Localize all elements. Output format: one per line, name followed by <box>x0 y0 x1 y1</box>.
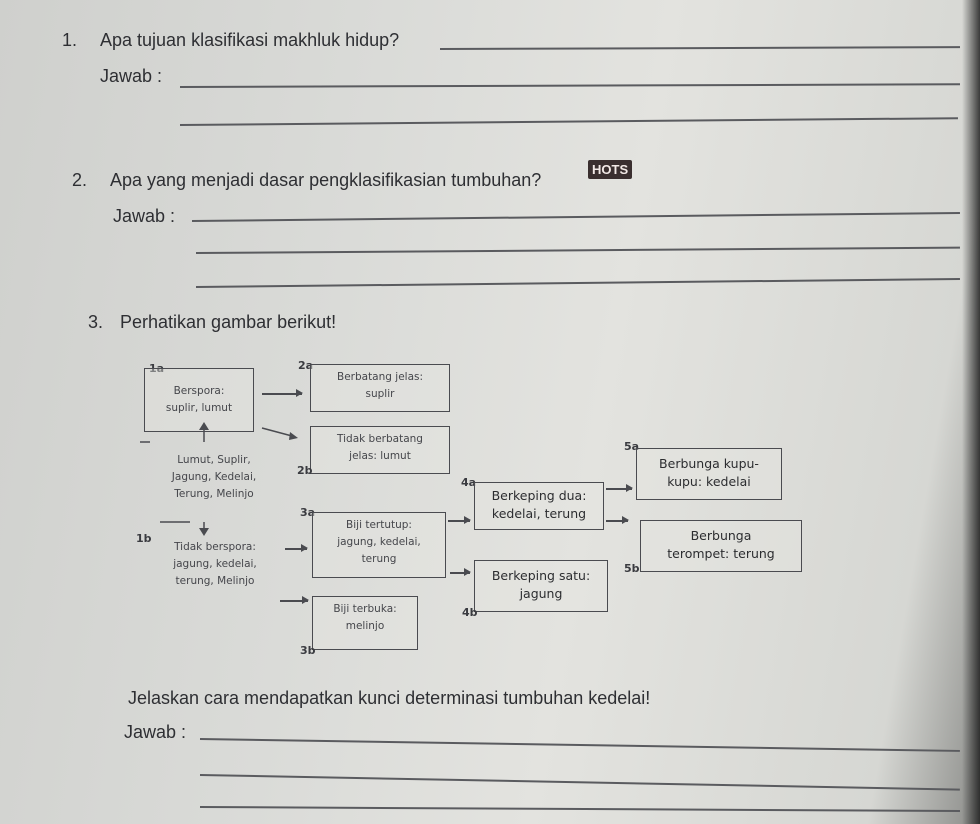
box-3a-line1: Biji tertutup: <box>346 519 412 531</box>
arrow-right <box>450 569 471 575</box>
box-4a-line2: kedelai, terung <box>491 506 587 521</box>
code-3b: 3b <box>300 644 316 657</box>
box-4b: Berkeping satu: jagung <box>474 560 608 612</box>
code-4b: 4b <box>462 606 478 619</box>
box-2b-line1: Tidak berbatang <box>337 433 423 445</box>
box-2b-line2: jelas: lumut <box>349 450 411 462</box>
box-5a-line2: kupu: kedelai <box>667 474 751 489</box>
code-5b: 5b <box>624 562 640 575</box>
question-2-number: 2. <box>72 170 88 190</box>
question-2-text: Apa yang menjadi dasar pengklasifikasian… <box>110 170 542 190</box>
code-2a: 2a <box>298 359 314 372</box>
hots-badge: HOTS <box>588 160 633 179</box>
box-5b-line2: terompet: terung <box>667 546 775 561</box>
box-3a-line3: terung <box>361 553 397 565</box>
box-2a: Berbatang jelas: suplir <box>310 364 450 412</box>
arrow-diag-head <box>289 432 298 440</box>
box-5b: Berbunga terompet: terung <box>640 520 802 572</box>
arrow-diag-line <box>261 427 293 437</box>
box-3b-line1: Biji terbuka: <box>333 603 397 615</box>
arrow-right <box>606 485 633 491</box>
arrow-right <box>262 390 303 396</box>
box-5b-line1: Berbunga <box>690 528 752 543</box>
code-1b: 1b <box>136 532 152 545</box>
box-1b: Tidak berspora: jagung, kedelai, terung,… <box>150 536 280 604</box>
question-1-text: Apa tujuan klasifikasi makhluk hidup? <box>100 30 400 50</box>
code-2b: 2b <box>297 464 313 477</box>
arrow-up-head <box>199 422 209 430</box>
question-3-number: 3. <box>88 312 104 332</box>
box-3a-line2: jagung, kedelai, <box>337 536 421 548</box>
question-3-text: Perhatikan gambar berikut! <box>120 312 337 332</box>
question-2-answer-label: Jawab : <box>113 206 176 226</box>
arrow-right <box>448 517 471 523</box>
box-all-plants: Lumut, Suplir, Jagung, Kedelai, Terung, … <box>144 446 284 520</box>
box-5a-line1: Berbunga kupu- <box>659 456 759 471</box>
question-3-answer-label: Jawab : <box>124 722 187 742</box>
question-3-instruction: Jelaskan cara mendapatkan kunci determin… <box>128 688 651 708</box>
arrow-down-head <box>199 528 209 536</box>
box-4a-line1: Berkeping dua: <box>491 488 587 503</box>
box-3a: Biji tertutup: jagung, kedelai, terung <box>312 512 446 578</box>
box-4a: Berkeping dua: kedelai, terung <box>474 482 604 530</box>
box-all-plants-line2: Jagung, Kedelai, <box>171 471 257 483</box>
box-all-plants-line1: Lumut, Suplir, <box>177 454 251 466</box>
box-all-plants-line3: Terung, Melinjo <box>174 488 254 500</box>
page-edge-shadow <box>962 0 980 824</box>
arrow-right <box>606 517 629 523</box>
question-1-number: 1. <box>62 30 78 50</box>
question-1-answer-label: Jawab : <box>100 66 163 86</box>
code-5a: 5a <box>624 440 640 453</box>
box-4b-line2: jagung <box>519 586 563 601</box>
box-2a-line2: suplir <box>365 388 395 400</box>
arrow-right <box>280 597 309 603</box>
box-1b-line2: jagung, kedelai, <box>173 558 257 570</box>
box-5a: Berbunga kupu- kupu: kedelai <box>636 448 782 500</box>
code-4a: 4a <box>461 476 477 489</box>
box-1b-line3: terung, Melinjo <box>175 575 255 587</box>
box-1a-line2: suplir, lumut <box>165 402 233 414</box>
box-1a: Berspora: suplir, lumut <box>144 368 254 432</box>
arrow-right <box>285 545 308 551</box>
box-3b: Biji terbuka: melinjo <box>312 596 418 650</box>
box-3b-line2: melinjo <box>345 620 385 632</box>
box-2a-line1: Berbatang jelas: <box>336 371 424 383</box>
box-1a-line1: Berspora: <box>173 385 225 397</box>
box-1b-line1: Tidak berspora: <box>174 541 256 553</box>
box-2b: Tidak berbatang jelas: lumut <box>310 426 450 474</box>
code-3a: 3a <box>300 506 316 519</box>
box-4b-line1: Berkeping satu: <box>491 568 591 583</box>
